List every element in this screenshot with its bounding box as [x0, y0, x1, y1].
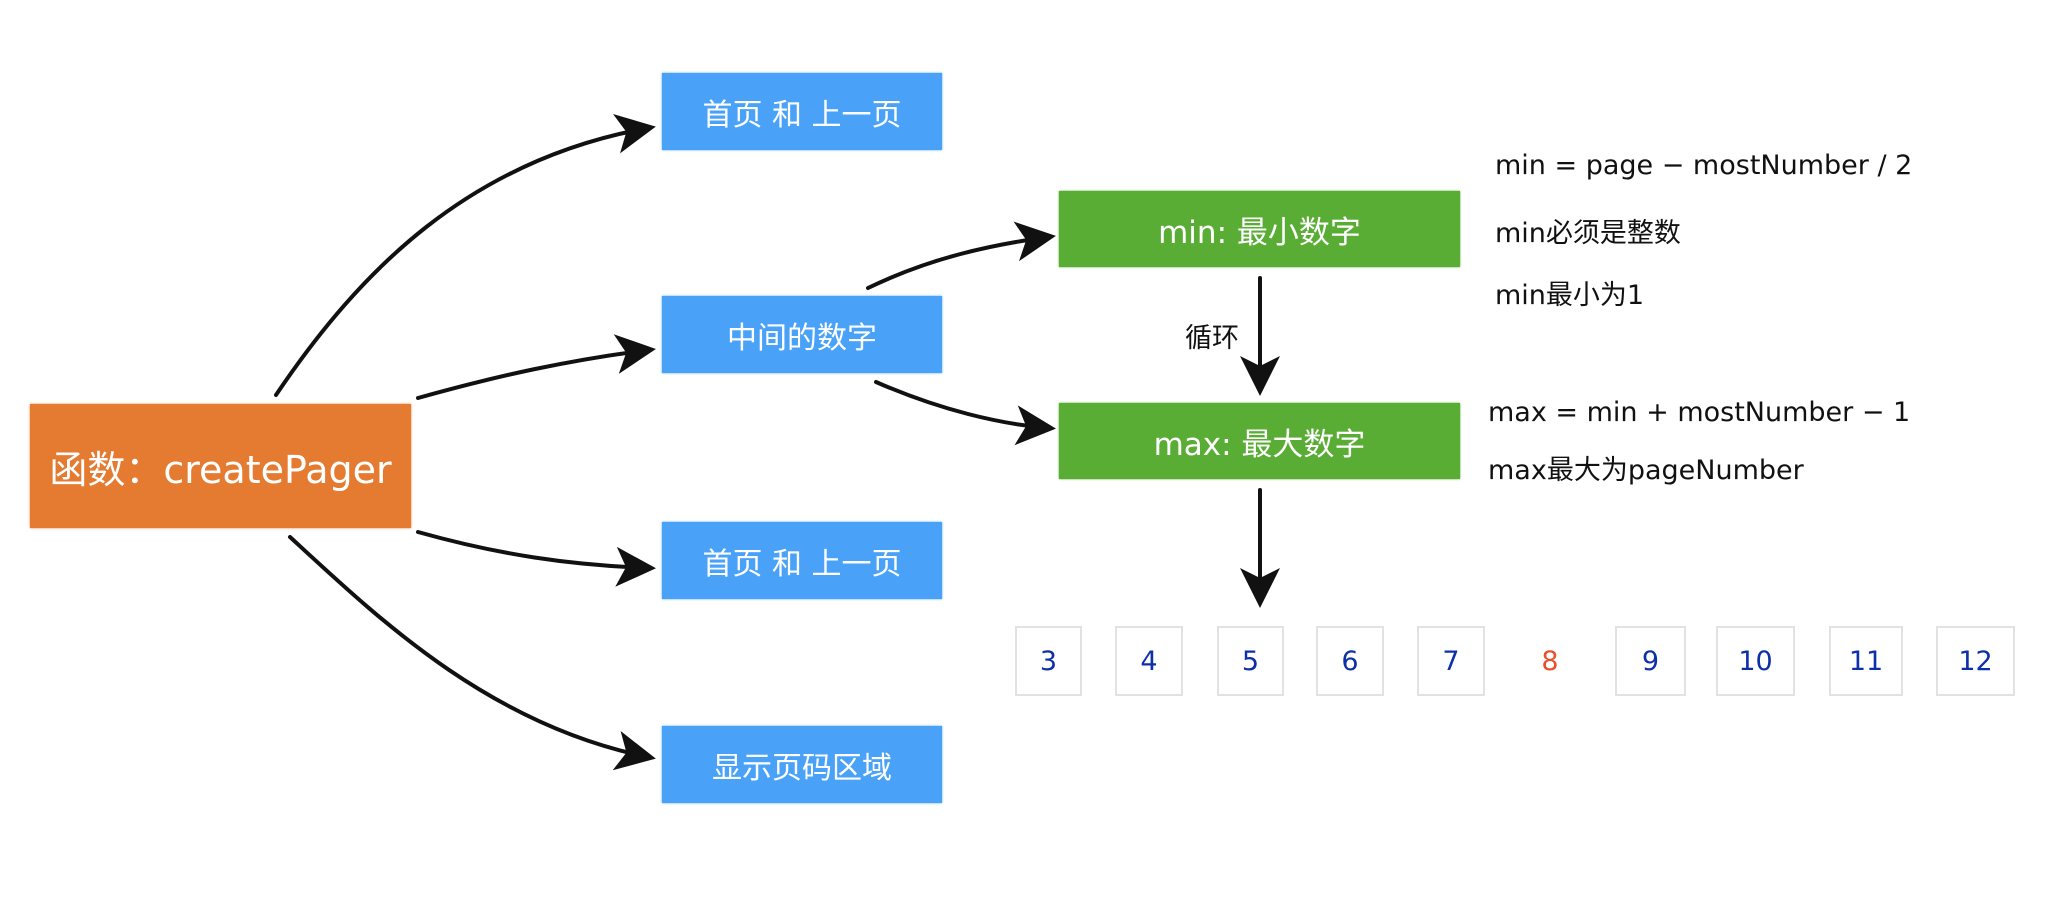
page-number[interactable]: 12 — [1936, 626, 2015, 696]
arrow-middle-to-max — [874, 380, 1056, 446]
page-number[interactable]: 4 — [1115, 626, 1183, 696]
current-page-number[interactable]: 8 — [1520, 626, 1580, 696]
next-last-box: 首页 和 上一页 — [662, 522, 942, 599]
min-formula: min = page − mostNumber / 2 — [1495, 150, 1913, 181]
loop-label: 循环 — [1185, 323, 1239, 354]
first-prev-box: 首页 和 上一页 — [662, 73, 942, 150]
page-number[interactable]: 11 — [1829, 626, 1903, 696]
arrow-root-to-first-prev — [274, 113, 656, 397]
next-last-label: 首页 和 上一页 — [702, 546, 902, 582]
middle-numbers-label: 中间的数字 — [727, 320, 877, 356]
arrow-middle-to-min — [866, 221, 1056, 290]
min-integer-note: min必须是整数 — [1495, 218, 1681, 249]
min-lower-bound-note: min最小为1 — [1495, 280, 1645, 311]
max-upper-bound-note: max最大为pageNumber — [1488, 455, 1804, 486]
create-pager-label: 函数：createPager — [49, 447, 392, 492]
create-pager-box: 函数：createPager — [30, 404, 411, 528]
max-box: max: 最大数字 — [1059, 403, 1460, 479]
arrow-root-to-middle — [416, 334, 656, 400]
first-prev-label: 首页 和 上一页 — [702, 97, 902, 133]
page-number[interactable]: 10 — [1716, 626, 1795, 696]
min-box-label: min: 最小数字 — [1158, 214, 1361, 251]
display-area-box: 显示页码区域 — [662, 726, 942, 803]
max-box-label: max: 最大数字 — [1153, 426, 1366, 463]
middle-numbers-box: 中间的数字 — [662, 296, 942, 373]
page-number[interactable]: 3 — [1015, 626, 1082, 696]
arrow-root-to-next-last — [416, 530, 656, 587]
display-area-label: 显示页码区域 — [712, 750, 892, 786]
page-number[interactable]: 7 — [1417, 626, 1485, 696]
page-number[interactable]: 9 — [1615, 626, 1686, 696]
page-number[interactable]: 6 — [1316, 626, 1384, 696]
page-number[interactable]: 5 — [1217, 626, 1284, 696]
max-formula: max = min + mostNumber − 1 — [1488, 397, 1911, 428]
arrow-root-to-display — [288, 535, 656, 771]
min-box: min: 最小数字 — [1059, 191, 1460, 267]
